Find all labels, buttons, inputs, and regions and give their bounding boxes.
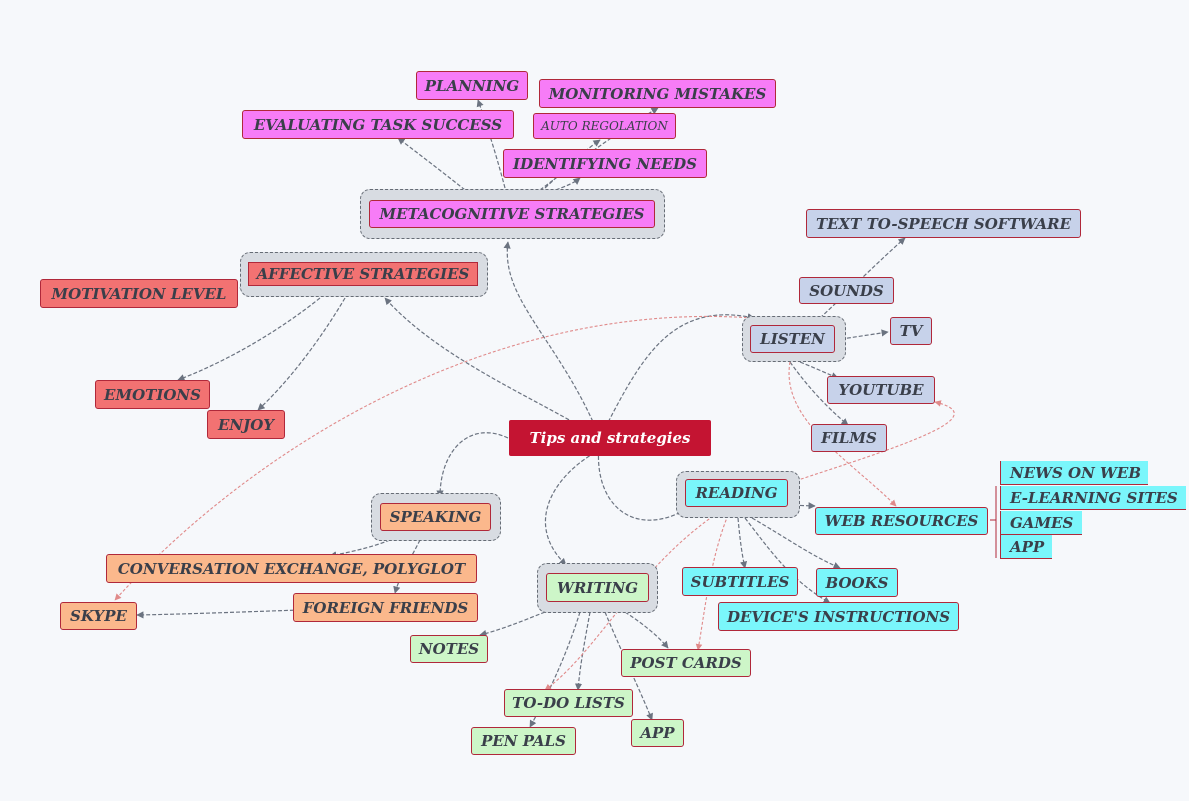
sounds-node[interactable]: SOUNDS — [799, 277, 894, 304]
to-do-lists-node[interactable]: TO-DO LISTS — [504, 689, 633, 717]
post-cards-node[interactable]: POST CARDS — [621, 649, 751, 677]
reading-node[interactable]: READING — [685, 479, 788, 507]
youtube-node[interactable]: YOUTUBE — [827, 376, 935, 404]
books-node[interactable]: BOOKS — [816, 568, 898, 597]
pen-pals-node[interactable]: PEN PALS — [471, 727, 576, 755]
affective-strategies-node[interactable]: AFFECTIVE STRATEGIES — [248, 262, 478, 286]
emotions-node[interactable]: EMOTIONS — [95, 380, 210, 409]
web-resources-node[interactable]: WEB RESOURCES — [815, 507, 988, 535]
edge-central-metacognitive — [503, 241, 601, 439]
edge-central-listen — [599, 313, 755, 439]
identifying-needs-node[interactable]: IDENTIFYING NEEDS — [503, 149, 707, 178]
edge-central-reading — [598, 437, 686, 521]
auto-regolation-node[interactable]: AUTO REGOLATION — [533, 113, 676, 139]
subtitles-node[interactable]: SUBTITLES — [682, 567, 798, 596]
conversation-exchange-node[interactable]: CONVERSATION EXCHANGE, POLYGLOT — [106, 554, 477, 583]
web-resources-bracket — [990, 486, 997, 558]
cross-link-listen-skype — [114, 315, 753, 601]
news-on-web-item[interactable]: NEWS ON WEB — [1000, 461, 1148, 485]
writing-node[interactable]: WRITING — [546, 573, 649, 602]
central-topic[interactable]: Tips and strategies — [509, 420, 711, 456]
text-to-speech-node[interactable]: TEXT TO-SPEECH SOFTWARE — [806, 209, 1081, 238]
app-writing-node[interactable]: APP — [631, 719, 684, 747]
planning-node[interactable]: PLANNING — [416, 71, 528, 100]
skype-node[interactable]: SKYPE — [60, 602, 137, 630]
app-web-item[interactable]: APP — [1000, 535, 1052, 559]
listen-node[interactable]: LISTEN — [750, 325, 835, 353]
notes-node[interactable]: NOTES — [410, 635, 488, 663]
edge-central-affective — [384, 297, 601, 439]
monitoring-mistakes-node[interactable]: MONITORING MISTAKES — [539, 79, 776, 108]
cross-link-reading-todo — [544, 504, 731, 691]
speaking-node[interactable]: SPEAKING — [380, 503, 491, 531]
metacognitive-strategies-node[interactable]: METACOGNITIVE STRATEGIES — [369, 200, 655, 228]
tv-node[interactable]: TV — [890, 317, 932, 345]
motivation-level-node[interactable]: MOTIVATION LEVEL — [40, 279, 238, 308]
edge-central-speaking — [436, 432, 509, 498]
films-node[interactable]: FILMS — [811, 424, 887, 452]
enjoy-node[interactable]: ENJOY — [207, 410, 285, 439]
foreign-friends-node[interactable]: FOREIGN FRIENDS — [293, 593, 478, 622]
devices-instructions-node[interactable]: DEVICE'S INSTRUCTIONS — [718, 602, 959, 631]
evaluating-task-success-node[interactable]: EVALUATING TASK SUCCESS — [242, 110, 514, 139]
e-learning-sites-item[interactable]: E-LEARNING SITES — [1000, 486, 1186, 510]
edge-central-writing — [545, 449, 601, 566]
cross-link-reading-youtube — [724, 400, 955, 506]
games-item[interactable]: GAMES — [1000, 511, 1082, 535]
